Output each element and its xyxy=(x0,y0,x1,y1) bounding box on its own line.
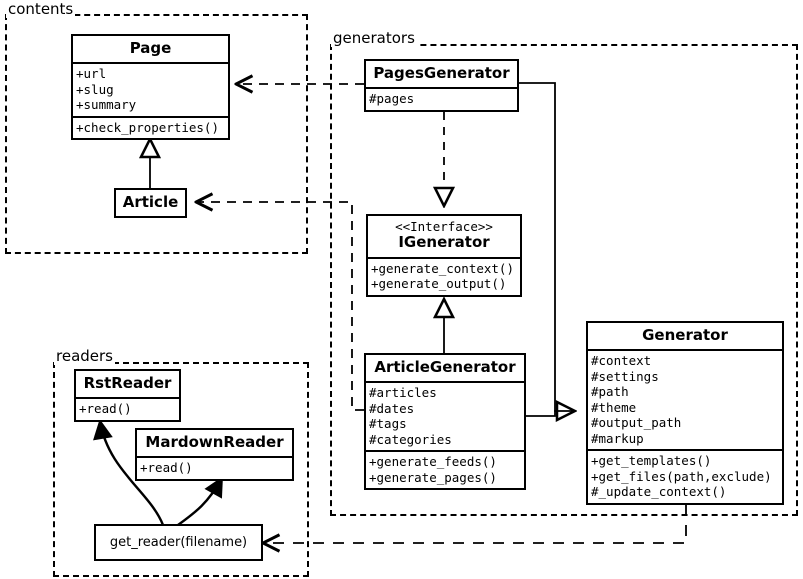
class-igenerator-methods: +generate_context() +generate_output() xyxy=(368,256,520,295)
class-pages-generator-title: PagesGenerator xyxy=(373,64,510,82)
class-page-attributes: +url +slug +summary xyxy=(73,62,228,116)
class-igenerator-title: <<Interface>> IGenerator xyxy=(368,216,520,257)
class-page-title: Page xyxy=(129,39,172,57)
function-get-reader[interactable]: get_reader(filename) xyxy=(94,524,263,561)
method: +generate_output() xyxy=(371,276,507,292)
method: #_update_context() xyxy=(591,484,727,500)
class-rst-reader-methods: +read() xyxy=(76,397,179,420)
attribute: #articles xyxy=(369,385,437,401)
method: +get_templates() xyxy=(591,453,712,469)
attribute: #categories xyxy=(369,431,452,447)
class-mardown-reader-methods: +read() xyxy=(137,456,292,479)
attribute: +slug xyxy=(76,81,114,97)
method: +read() xyxy=(79,401,132,417)
class-igenerator-name: IGenerator xyxy=(398,233,490,252)
method: +generate_context() xyxy=(371,260,514,276)
class-generator-methods: +get_templates() +get_files(path,exclude… xyxy=(588,449,782,503)
attribute: +summary xyxy=(76,97,137,113)
class-rst-reader[interactable]: RstReader +read() xyxy=(74,369,181,422)
attribute: #context xyxy=(591,353,652,369)
class-article-generator-title: ArticleGenerator xyxy=(374,358,516,376)
class-generator-title: Generator xyxy=(642,326,728,344)
class-rst-reader-title: RstReader xyxy=(83,374,172,392)
class-article-generator[interactable]: ArticleGenerator #articles #dates #tags … xyxy=(364,353,526,491)
package-generators-label: generators xyxy=(331,29,417,47)
class-generator[interactable]: Generator #context #settings #path #them… xyxy=(586,321,784,505)
method: +generate_feeds() xyxy=(369,454,497,470)
class-pages-generator[interactable]: PagesGenerator #pages xyxy=(364,59,519,112)
class-mardown-reader-title: MardownReader xyxy=(145,433,284,451)
class-generator-attributes: #context #settings #path #theme #output_… xyxy=(588,349,782,449)
attribute: #tags xyxy=(369,416,407,432)
class-article-generator-attributes: #articles #dates #tags #categories xyxy=(366,381,524,450)
attribute: #settings xyxy=(591,368,659,384)
class-article-generator-methods: +generate_feeds() +generate_pages() xyxy=(366,450,524,488)
function-get-reader-label: get_reader(filename) xyxy=(109,535,248,550)
attribute: #markup xyxy=(591,430,644,446)
attribute: #dates xyxy=(369,400,415,416)
method: +read() xyxy=(140,460,193,476)
class-mardown-reader[interactable]: MardownReader +read() xyxy=(135,428,294,481)
attribute: +url xyxy=(76,66,107,82)
class-article[interactable]: Article xyxy=(114,188,187,219)
class-page-methods: +check_properties() xyxy=(73,115,228,139)
package-readers xyxy=(53,362,309,577)
class-igenerator-stereotype: <<Interface>> xyxy=(395,219,493,234)
package-readers-label: readers xyxy=(54,347,115,365)
attribute: #path xyxy=(591,384,629,400)
attribute: #output_path xyxy=(591,415,682,431)
class-page[interactable]: Page +url +slug +summary +check_properti… xyxy=(71,34,230,141)
attribute: #pages xyxy=(369,91,415,107)
method: +check_properties() xyxy=(76,119,219,135)
attribute: #theme xyxy=(591,399,637,415)
method: +generate_pages() xyxy=(369,469,497,485)
class-article-title: Article xyxy=(122,193,179,211)
class-pages-generator-attributes: #pages xyxy=(366,87,517,110)
package-contents-label: contents xyxy=(6,0,76,18)
class-igenerator[interactable]: <<Interface>> IGenerator +generate_conte… xyxy=(366,214,522,297)
package-contents xyxy=(5,14,308,254)
method: +get_files(path,exclude) xyxy=(591,468,772,484)
